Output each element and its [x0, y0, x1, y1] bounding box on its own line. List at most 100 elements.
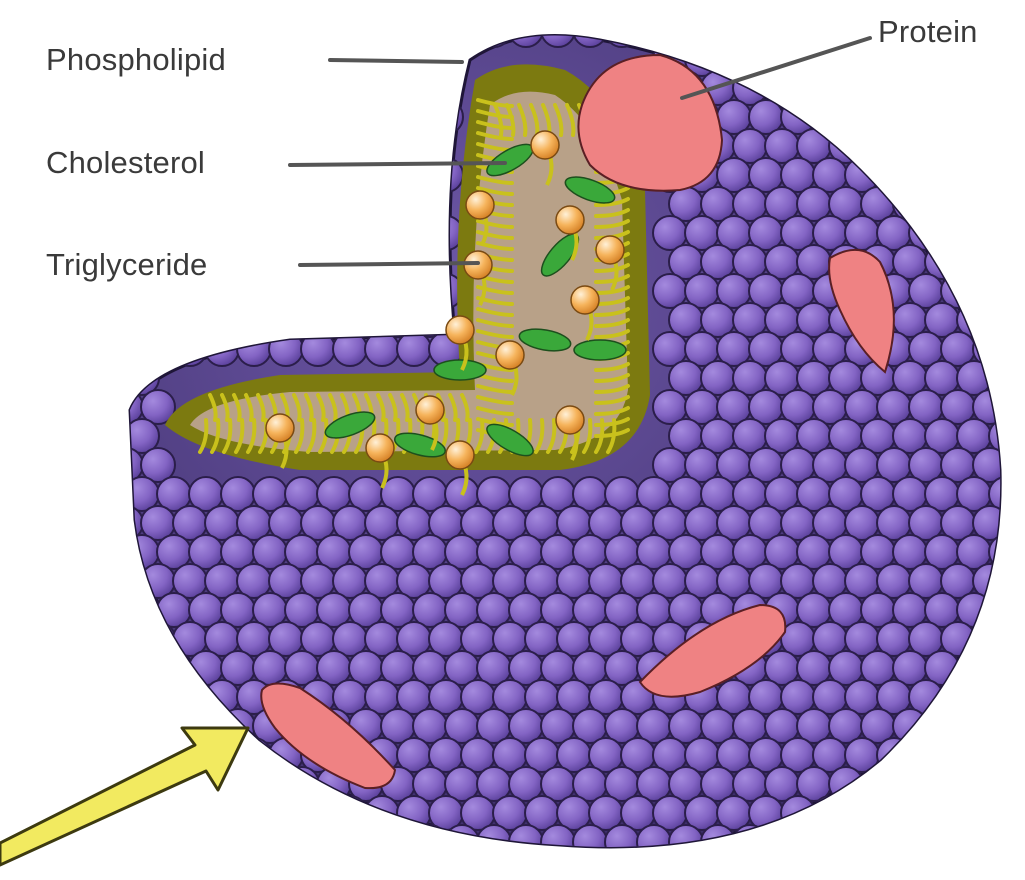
phospholipid-head [109, 100, 143, 134]
phospholipid-head [845, 100, 879, 134]
triglyceride [531, 131, 559, 159]
phospholipid-head [269, 42, 303, 76]
phospholipid-head [93, 535, 127, 569]
phospholipid-head [909, 738, 943, 772]
phospholipid-head [141, 622, 175, 656]
phospholipid-head [269, 100, 303, 134]
phospholipid-head [941, 100, 975, 134]
phospholipid-head [973, 158, 1007, 192]
phospholipid-head [909, 796, 943, 830]
phospholipid-head [237, 42, 271, 76]
phospholipid-head [173, 796, 207, 830]
phospholipid-head [109, 216, 143, 250]
phospholipid-head [173, 680, 207, 714]
phospholipid-head [829, 767, 863, 801]
phospholipid-head [93, 709, 127, 743]
phospholipid-head [301, 100, 335, 134]
triglyceride [556, 406, 584, 434]
phospholipid-head [125, 187, 159, 221]
phospholipid-head [573, 13, 607, 47]
phospholipid-head [301, 216, 335, 250]
phospholipid-head [397, 332, 431, 366]
phospholipid-head [253, 825, 287, 859]
phospholipid-head [237, 216, 271, 250]
phospholipid-head [269, 216, 303, 250]
phospholipid-head [845, 796, 879, 830]
phospholipid-head [941, 216, 975, 250]
phospholipid-head [141, 332, 175, 366]
phospholipid-head [413, 13, 447, 47]
phospholipid-head [413, 825, 447, 859]
phospholipid-head [733, 825, 767, 859]
phospholipid-head [349, 303, 383, 337]
phospholipid-head [861, 71, 895, 105]
phospholipid-head [861, 129, 895, 163]
phospholipid-head [541, 13, 575, 47]
phospholipid-head [205, 796, 239, 830]
phospholipid-head [397, 42, 431, 76]
phospholipid-head [845, 42, 879, 76]
cholesterol [434, 360, 486, 380]
phospholipid-head [957, 651, 991, 685]
phospholipid-head [157, 187, 191, 221]
phospholipid-head [941, 158, 975, 192]
phospholipid-head [957, 825, 991, 859]
phospholipid-head [173, 332, 207, 366]
label-cholesterol: Cholesterol [46, 145, 205, 181]
phospholipid-head [957, 187, 991, 221]
phospholipid-head [941, 738, 975, 772]
phospholipid-head [253, 767, 287, 801]
triglyceride [556, 206, 584, 234]
phospholipid-head [877, 796, 911, 830]
label-phospholipid: Phospholipid [46, 42, 226, 78]
phospholipid-head [205, 274, 239, 308]
phospholipid-head [317, 71, 351, 105]
phospholipid-head [285, 303, 319, 337]
phospholipid-head [989, 767, 1023, 801]
phospholipid-head [989, 709, 1023, 743]
phospholipid-head [573, 825, 607, 859]
phospholipid-head [413, 187, 447, 221]
triglyceride [266, 414, 294, 442]
phospholipid-head [397, 216, 431, 250]
phospholipid-head [285, 187, 319, 221]
phospholipid-head [141, 796, 175, 830]
phospholipid-head [989, 71, 1023, 105]
phospholipid-head [349, 187, 383, 221]
triglyceride [366, 434, 394, 462]
phospholipid-head [989, 129, 1023, 163]
phospholipid-head [957, 767, 991, 801]
phospholipid-head [221, 825, 255, 859]
phospholipid-head [221, 245, 255, 279]
phospholipid-head [765, 825, 799, 859]
phospholipid-head [317, 187, 351, 221]
phospholipid-head [925, 71, 959, 105]
phospholipid-head [893, 767, 927, 801]
phospholipid-head [381, 71, 415, 105]
phospholipid-head [349, 71, 383, 105]
phospholipid-head [989, 593, 1023, 627]
triglyceride [571, 286, 599, 314]
phospholipid-head [973, 216, 1007, 250]
phospholipid-head [973, 274, 1007, 308]
phospholipid-head [701, 825, 735, 859]
phospholipid-head [349, 825, 383, 859]
phospholipid-head [381, 129, 415, 163]
phospholipid-head [269, 796, 303, 830]
leader-cholesterol [290, 163, 505, 165]
phospholipid-head [797, 825, 831, 859]
phospholipid-head [365, 796, 399, 830]
leader-phospholipid [330, 60, 462, 62]
triglyceride [596, 236, 624, 264]
phospholipid-head [237, 100, 271, 134]
phospholipid-head [381, 13, 415, 47]
phospholipid-head [205, 158, 239, 192]
phospholipid-head [237, 158, 271, 192]
phospholipid-head [333, 274, 367, 308]
phospholipid-head [957, 71, 991, 105]
triglyceride [416, 396, 444, 424]
phospholipid-head [413, 303, 447, 337]
phospholipid-head [189, 187, 223, 221]
phospholipid-head [717, 42, 751, 76]
